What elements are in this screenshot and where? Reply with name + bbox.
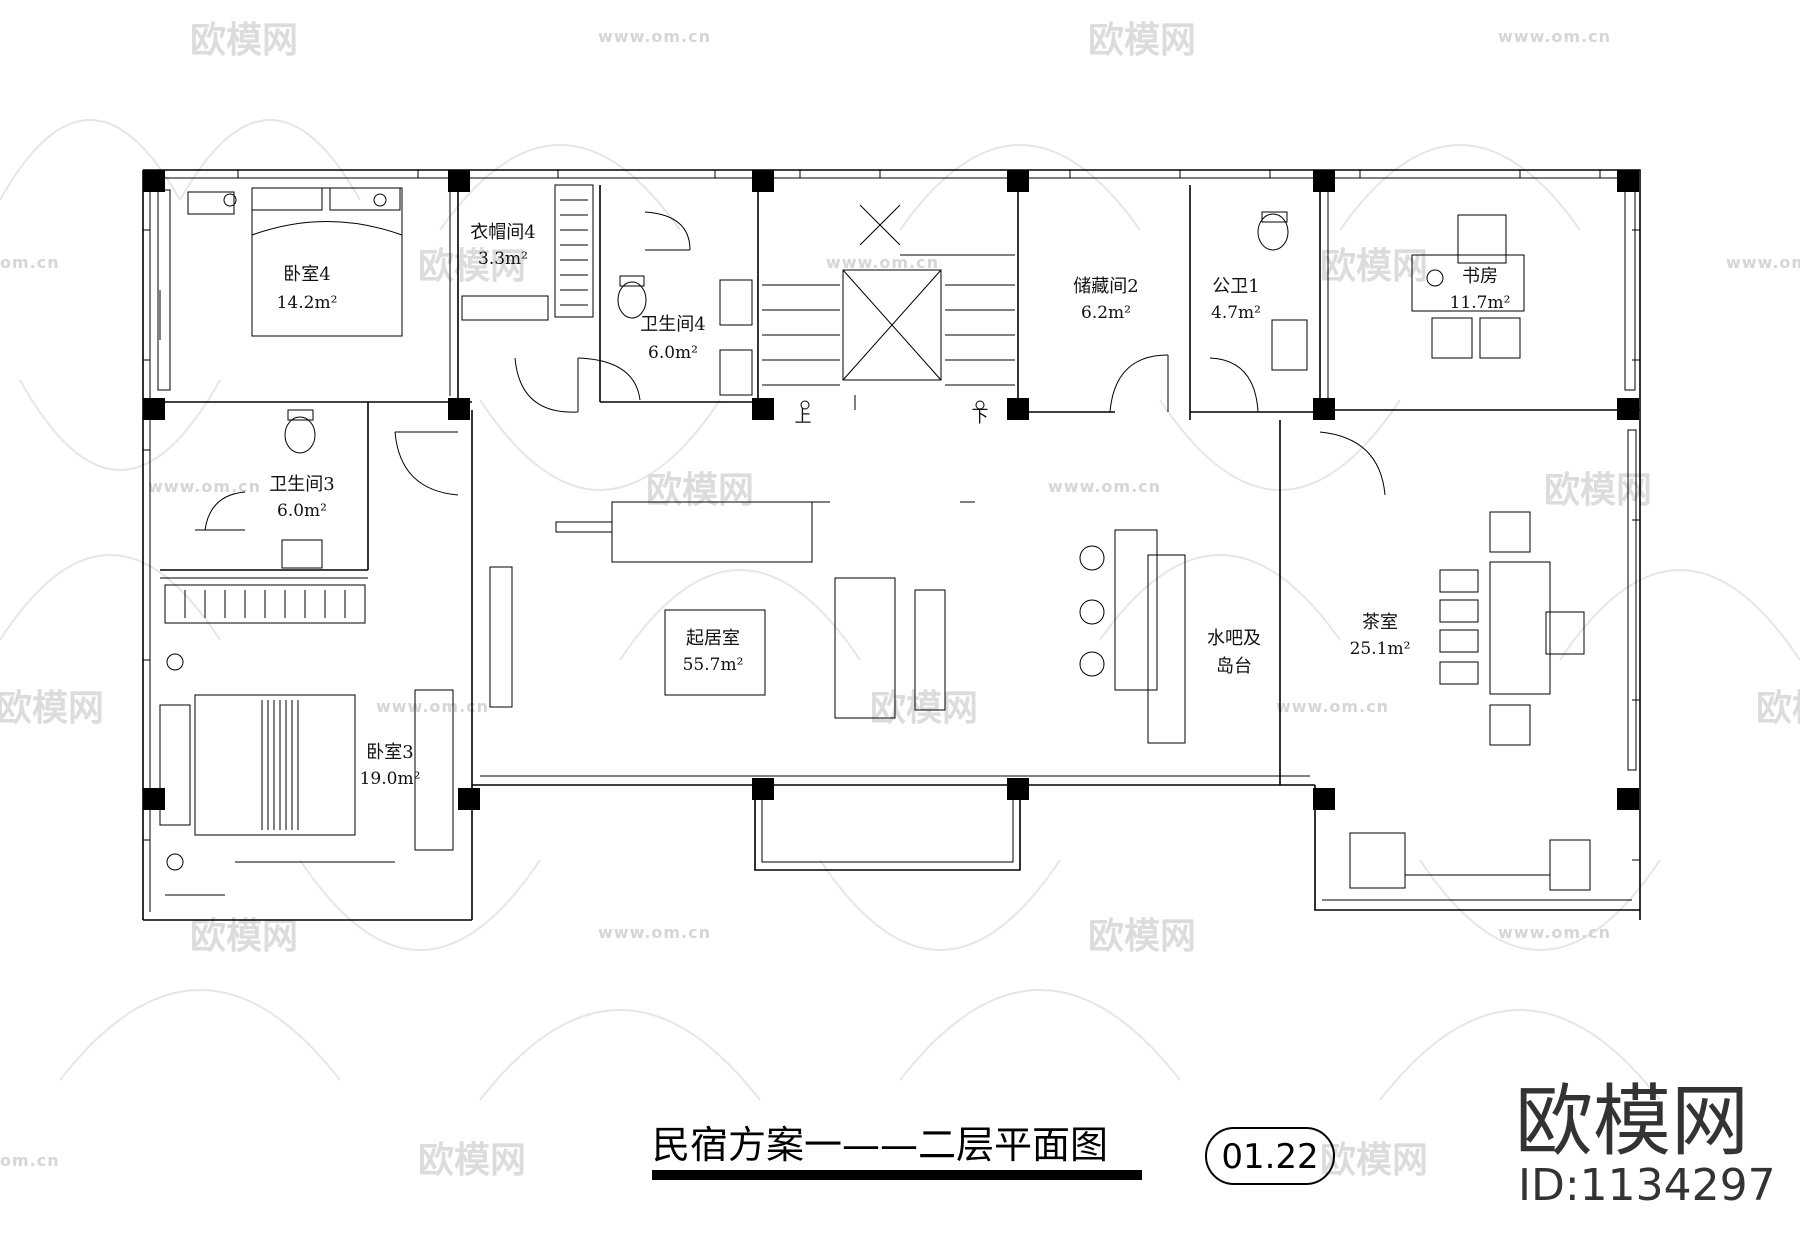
stair-up-label: 上 bbox=[795, 407, 812, 427]
watermark-url: www.om.cn bbox=[1276, 697, 1389, 716]
room-area-tearoom: 25.1m² bbox=[1350, 639, 1411, 659]
columns bbox=[143, 170, 1639, 810]
brand-name: 欧模网 bbox=[1515, 1077, 1749, 1167]
watermark-brand: 欧模网 bbox=[190, 20, 298, 61]
room-area-bedroom3: 19.0m² bbox=[360, 769, 421, 789]
room-name-bedroom3: 卧室3 bbox=[366, 742, 413, 763]
watermark-url: www.om.cn bbox=[1726, 253, 1800, 272]
brand-mark: 欧模网 ID:1134297 bbox=[1515, 1077, 1776, 1211]
room-name-living: 起居室 bbox=[686, 628, 740, 649]
room-name-bathroom3: 卫生间3 bbox=[269, 474, 334, 495]
room-name-bar: 水吧及 bbox=[1207, 628, 1261, 649]
room-name-study: 书房 bbox=[1462, 266, 1498, 287]
brand-id: ID:1134297 bbox=[1518, 1160, 1776, 1211]
watermark-brand: 欧模网 bbox=[646, 470, 754, 511]
watermark-url: www.om.cn bbox=[1498, 27, 1611, 46]
room-name-tearoom: 茶室 bbox=[1362, 612, 1398, 633]
watermark-url: www.om.cn bbox=[598, 27, 711, 46]
watermark-brand: 欧模网 bbox=[190, 916, 298, 957]
room-labels: 卧室4 14.2m² 衣帽间4 3.3m² 卫生间4 6.0m² 储藏间2 6.… bbox=[269, 222, 1510, 789]
watermark-url: www.om.cn bbox=[1048, 477, 1161, 496]
watermark-brand: 欧模网 bbox=[418, 1140, 526, 1181]
watermark-brand: 欧模网 bbox=[1756, 688, 1800, 729]
title-underline bbox=[652, 1170, 1142, 1180]
watermark-url-short: om.cn bbox=[0, 1151, 60, 1170]
room-area-study: 11.7m² bbox=[1450, 293, 1511, 313]
room-area-living: 55.7m² bbox=[683, 655, 744, 675]
furniture bbox=[159, 184, 1591, 896]
watermark-brand: 欧模网 bbox=[0, 688, 104, 729]
room-area-bedroom4: 14.2m² bbox=[277, 293, 338, 313]
watermark-brand: 欧模网 bbox=[1320, 246, 1428, 287]
room-area-storage2: 6.2m² bbox=[1081, 303, 1131, 323]
room-name-storage2: 储藏间2 bbox=[1073, 276, 1138, 297]
room-area-bathroom3: 6.0m² bbox=[277, 501, 327, 521]
watermark-url-short: om.cn bbox=[0, 253, 60, 272]
room-area-cloakroom4: 3.3m² bbox=[478, 249, 528, 269]
watermark-url: www.om.cn bbox=[376, 697, 489, 716]
watermark-brand: 欧模网 bbox=[1320, 1140, 1428, 1181]
watermark-brand: 欧模网 bbox=[1088, 20, 1196, 61]
watermark-url: www.om.cn bbox=[148, 477, 261, 496]
watermark-layer: 欧模网 欧模网 欧模网 欧模网 欧模网 欧模网 欧模网 欧模网 欧模网 欧模网 … bbox=[0, 20, 1800, 1181]
sheet-number: 01.22 bbox=[1221, 1137, 1318, 1177]
stair-down-label: 下 bbox=[972, 407, 989, 427]
doors bbox=[195, 211, 1386, 531]
drawing-title: 民宿方案一——二层平面图 bbox=[652, 1123, 1108, 1167]
watermark-url: www.om.cn bbox=[826, 253, 939, 272]
windows bbox=[143, 170, 1640, 861]
title-block: 民宿方案一——二层平面图 01.22 bbox=[652, 1123, 1335, 1185]
room-name-cloakroom4: 衣帽间4 bbox=[470, 222, 535, 243]
room-name-bar-line2: 岛台 bbox=[1216, 656, 1252, 677]
watermark-brand: 欧模网 bbox=[870, 688, 978, 729]
room-area-publicwc1: 4.7m² bbox=[1211, 303, 1261, 323]
watermark-url: www.om.cn bbox=[598, 923, 711, 942]
room-name-bathroom4: 卫生间4 bbox=[640, 314, 705, 335]
interior-walls bbox=[143, 170, 1640, 785]
sheet-number-badge bbox=[1205, 1127, 1335, 1185]
watermark-brand: 欧模网 bbox=[418, 246, 526, 287]
watermark-brand: 欧模网 bbox=[1088, 916, 1196, 957]
room-name-bedroom4: 卧室4 bbox=[283, 264, 330, 285]
room-area-bathroom4: 6.0m² bbox=[648, 343, 698, 363]
watermark-url: www.om.cn bbox=[1498, 923, 1611, 942]
room-name-publicwc1: 公卫1 bbox=[1212, 276, 1259, 297]
watermark-brand: 欧模网 bbox=[1544, 470, 1652, 511]
